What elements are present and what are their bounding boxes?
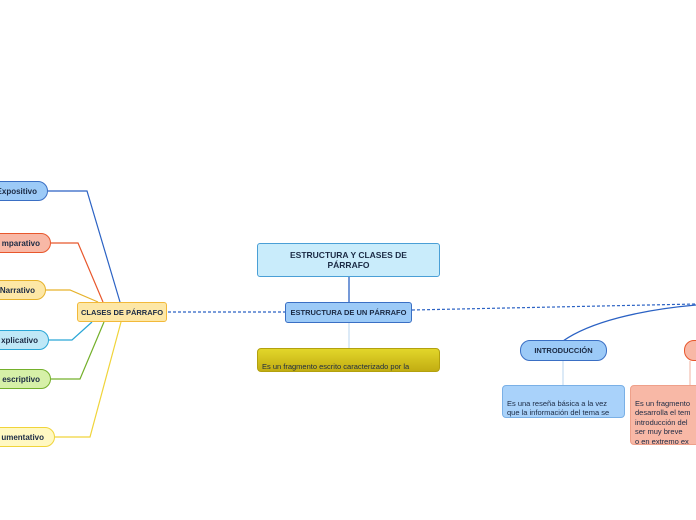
introduccion-note[interactable]: Es una reseña básica a la vez que la inf…	[502, 385, 625, 418]
explicativo-node[interactable]: xplicativo	[0, 330, 49, 350]
narrativo-label: Narrativo	[0, 285, 35, 295]
argumentativo-label: umentativo	[1, 432, 44, 442]
introduccion-label: INTRODUCCIÓN	[534, 346, 593, 355]
introduccion-node[interactable]: INTRODUCCIÓN	[520, 340, 607, 361]
clases-to-explicativo-line	[49, 321, 93, 341]
introduccion-note-text: Es una reseña básica a la vez que la inf…	[507, 398, 610, 418]
right-to-introduccion-line	[562, 304, 696, 342]
expositivo-node[interactable]: Expositivo	[0, 181, 48, 201]
estructura-note[interactable]: Es un fragmento escrito caracterizado po…	[257, 348, 440, 372]
descriptivo-node[interactable]: escriptivo	[0, 369, 51, 389]
estructura-to-right-dashed-line	[411, 303, 696, 311]
explicativo-label: xplicativo	[1, 335, 38, 345]
clases-node[interactable]: CLASES DE PÁRRAFO	[77, 302, 167, 322]
clases-label: CLASES DE PÁRRAFO	[80, 307, 164, 317]
estructura-node[interactable]: ESTRUCTURA DE UN PÁRRAFO	[285, 302, 412, 323]
narrativo-node[interactable]: Narrativo	[0, 280, 46, 300]
clases-to-expositivo-line	[48, 190, 121, 303]
estructura-note-text: Es un fragmento escrito caracterizado po…	[262, 361, 410, 371]
clases-to-argumentativo-line	[55, 321, 122, 438]
comparativo-label: mparativo	[1, 238, 40, 248]
clases-to-comparativo-line	[51, 242, 104, 303]
clases-to-descriptivo-line	[51, 321, 105, 380]
central-topic[interactable]: ESTRUCTURA Y CLASES DE PÁRRAFO	[257, 243, 440, 277]
descriptivo-label: escriptivo	[2, 374, 40, 384]
central-topic-label: ESTRUCTURA Y CLASES DE PÁRRAFO	[290, 250, 407, 270]
estructura-label: ESTRUCTURA DE UN PÁRRAFO	[290, 308, 407, 317]
desarrollo-note[interactable]: Es un fragmento desarrolla el tem introd…	[630, 385, 696, 445]
clases-to-narrativo-line	[46, 289, 99, 303]
desarrollo-note-text: Es un fragmento desarrolla el tem introd…	[635, 398, 691, 445]
comparativo-node[interactable]: mparativo	[0, 233, 51, 253]
expositivo-label: Expositivo	[0, 186, 37, 196]
argumentativo-node[interactable]: umentativo	[0, 427, 55, 447]
desarrollo-node[interactable]	[684, 340, 696, 361]
